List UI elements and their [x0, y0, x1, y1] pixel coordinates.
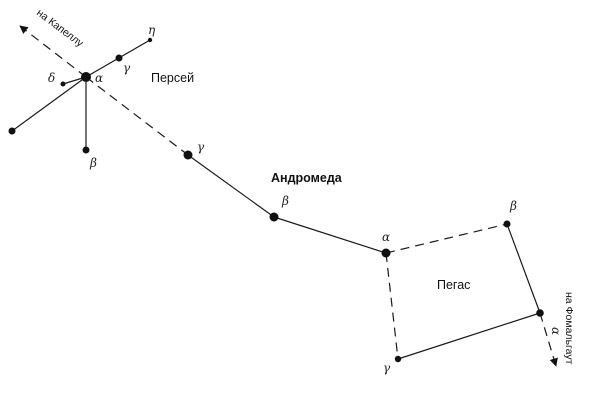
star-perseus-beta [82, 146, 90, 154]
star-perseus-alpha [81, 72, 91, 82]
label-perseus-gamma: γ [123, 61, 131, 75]
star-perseus-west [8, 127, 16, 135]
andromeda-line-gamma-beta [187, 154, 275, 218]
label-andromeda-alpha: α [382, 230, 390, 244]
pegasus-line-beta-alpha [506, 223, 541, 314]
star-andromeda-alpha [381, 248, 391, 258]
star-perseus-gamma-small [115, 54, 123, 62]
star-pegasus-alpha [536, 309, 544, 317]
label-pegasus-gamma: γ [383, 361, 391, 375]
perseus-andromeda-dashed-line [85, 76, 189, 156]
direction-label-fomalhaut: на Фомальгаут [563, 292, 575, 365]
label-andromeda-beta: β [281, 194, 289, 208]
pegasus-line-gamma-alpha [397, 312, 541, 360]
label-andromeda-gamma: γ [197, 140, 205, 154]
label-perseus-delta: δ [48, 71, 55, 85]
constellation-name-perseus: Персей [151, 71, 194, 85]
constellation-name-pegasus: Пегас [437, 278, 470, 292]
label-perseus-beta: β [89, 156, 97, 170]
pegasus-line-alpha-beta [385, 223, 508, 254]
label-perseus-eta: η [148, 23, 156, 37]
star-andromeda-gamma [183, 150, 193, 160]
star-perseus-delta [60, 81, 66, 87]
constellation-name-andromeda: Андромеда [271, 171, 343, 185]
star-pegasus-gamma [394, 355, 402, 363]
fomalhaut-direction-line [539, 312, 558, 367]
andromeda-line-beta-alpha [273, 216, 387, 254]
perseus-line-alpha-west [11, 76, 87, 132]
label-perseus-alpha: α [95, 71, 103, 85]
direction-label-capella: на Капеллу [34, 7, 86, 50]
label-pegasus-beta: β [509, 199, 517, 213]
star-andromeda-beta [269, 212, 279, 222]
star-perseus-eta [147, 37, 153, 43]
star-pegasus-beta [503, 220, 511, 228]
pegasus-line-alpha-gamma [385, 252, 399, 360]
label-pegasus-alpha: α [549, 327, 563, 335]
